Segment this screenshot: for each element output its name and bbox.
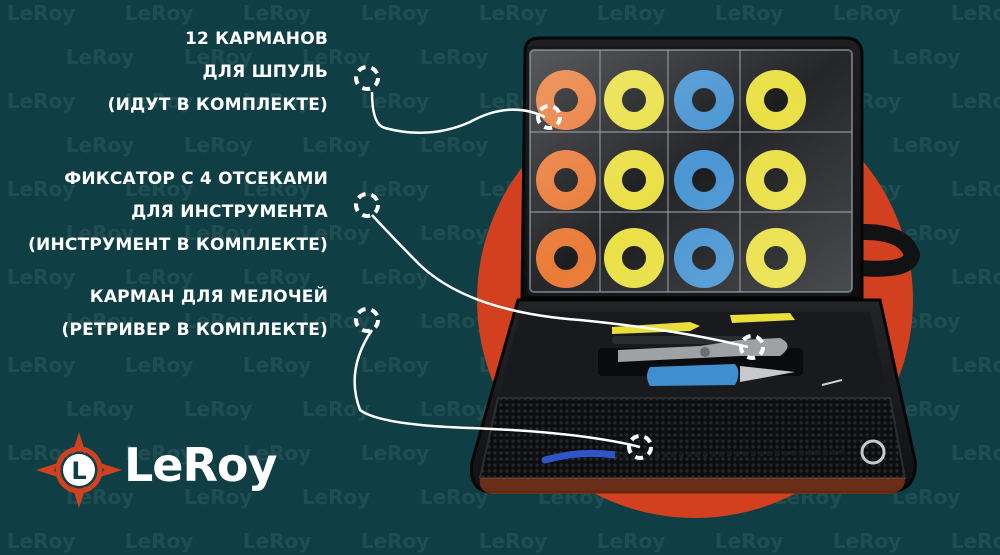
- watermark-text: LeRoy: [420, 309, 489, 333]
- callout-target-3-icon: [627, 434, 653, 460]
- callout-markers: [354, 65, 765, 460]
- label-line: ФИКСАТОР С 4 ОТСЕКАМИ: [64, 169, 328, 189]
- watermark-text: LeRoy: [7, 1, 76, 25]
- watermark-text: LeRoy: [243, 89, 312, 113]
- watermark-text: LeRoy: [125, 177, 193, 201]
- label-line: (ИНСТРУМЕНТ В КОМПЛЕКТЕ): [28, 235, 328, 255]
- watermark-text: LeRoy: [361, 441, 430, 465]
- label-line: (ИДУТ В КОМПЛЕКТЕ): [107, 95, 328, 115]
- watermark-text: LeRoy: [7, 353, 76, 377]
- callout-target-1-icon: [536, 104, 562, 130]
- watermark-text: LeRoy: [833, 1, 902, 25]
- watermark-text: LeRoy: [951, 265, 1000, 289]
- brand-name: LeRoy: [124, 438, 278, 492]
- svg-text:L: L: [71, 457, 86, 485]
- label-line: ДЛЯ ИНСТРУМЕНТА: [131, 202, 328, 222]
- watermark-text: LeRoy: [66, 45, 134, 69]
- callout-label-small-pocket: КАРМАН ДЛЯ МЕЛОЧЕЙ (РЕТРИВЕР В КОМПЛЕКТЕ…: [62, 281, 328, 347]
- callout-target-2-icon: [739, 334, 765, 360]
- callout-marker-2-icon: [354, 192, 380, 218]
- clear-pockets: [529, 49, 853, 293]
- compass-logo-icon: L: [36, 432, 122, 508]
- callout-label-holder: ФИКСАТОР С 4 ОТСЕКАМИ ДЛЯ ИНСТРУМЕНТА (И…: [28, 163, 328, 262]
- watermark-text: LeRoy: [951, 177, 1000, 201]
- watermark-text: LeRoy: [302, 45, 371, 69]
- watermark-text: LeRoy: [125, 529, 193, 553]
- watermark-text: LeRoy: [361, 529, 430, 553]
- watermark-text: LeRoy: [66, 309, 134, 333]
- retriever: [541, 439, 886, 465]
- watermark-text: LeRoy: [66, 397, 134, 421]
- watermark-text: LeRoy: [361, 353, 430, 377]
- watermark-text: LeRoy: [243, 353, 312, 377]
- watermark-text: LeRoy: [597, 1, 666, 25]
- watermark-text: LeRoy: [361, 265, 430, 289]
- watermark-text: LeRoy: [479, 1, 548, 25]
- watermark-text: LeRoy: [243, 1, 312, 25]
- watermark-text: LeRoy: [302, 221, 371, 245]
- label-line: 12 КАРМАНОВ: [185, 29, 328, 49]
- callout-lines: [353, 91, 749, 449]
- watermark-text: LeRoy: [892, 45, 961, 69]
- watermark-text: LeRoy: [951, 441, 1000, 465]
- label-line: КАРМАН ДЛЯ МЕЛОЧЕЙ: [89, 287, 328, 307]
- watermark-text: LeRoy: [951, 353, 1000, 377]
- watermark-text: LeRoy: [125, 1, 193, 25]
- watermark-text: LeRoy: [243, 265, 312, 289]
- watermark-text: LeRoy: [420, 397, 489, 421]
- watermark-text: LeRoy: [184, 397, 253, 421]
- watermark-text: LeRoy: [479, 529, 548, 553]
- watermark-text: LeRoy: [833, 529, 902, 553]
- label-line: ДЛЯ ШПУЛЬ: [202, 62, 328, 82]
- watermark-text: LeRoy: [597, 529, 666, 553]
- watermark-text: LeRoy: [125, 89, 193, 113]
- watermark-text: LeRoy: [420, 133, 489, 157]
- watermark-text: LeRoy: [7, 265, 76, 289]
- tool-holder: [598, 313, 843, 386]
- watermark-text: LeRoy: [420, 221, 489, 245]
- watermark-text: LeRoy: [184, 309, 253, 333]
- watermark-text: LeRoy: [420, 45, 489, 69]
- callout-marker-3-icon: [354, 307, 380, 333]
- watermark-text: LeRoy: [184, 221, 253, 245]
- watermark-text: LeRoy: [892, 133, 961, 157]
- watermark-text: LeRoy: [243, 529, 312, 553]
- watermark-text: LeRoy: [302, 133, 371, 157]
- watermark-text: LeRoy: [66, 133, 134, 157]
- watermark-text: LeRoy: [243, 177, 312, 201]
- watermark-text: LeRoy: [7, 177, 76, 201]
- watermark-text: LeRoy: [715, 529, 784, 553]
- bag-handle: [847, 223, 921, 277]
- watermark-text: LeRoy: [420, 485, 489, 509]
- label-line: (РЕТРИВЕР В КОМПЛЕКТЕ): [61, 320, 328, 340]
- watermark-text: LeRoy: [7, 529, 76, 553]
- watermark-text: LeRoy: [361, 177, 430, 201]
- watermark-text: LeRoy: [361, 1, 430, 25]
- brand-logo: L LeRoy: [34, 430, 294, 510]
- watermark-text: LeRoy: [7, 89, 76, 113]
- watermark-text: LeRoy: [184, 45, 253, 69]
- watermark-text: LeRoy: [125, 441, 193, 465]
- watermark-text: LeRoy: [125, 353, 193, 377]
- callout-label-pockets: 12 КАРМАНОВ ДЛЯ ШПУЛЬ (ИДУТ В КОМПЛЕКТЕ): [108, 23, 328, 122]
- watermark-text: LeRoy: [243, 441, 312, 465]
- callout-marker-1-icon: [354, 65, 380, 91]
- watermark-text: LeRoy: [184, 485, 253, 509]
- watermark-text: LeRoy: [66, 221, 134, 245]
- watermark-text: LeRoy: [184, 133, 253, 157]
- watermark-text: LeRoy: [951, 89, 1000, 113]
- watermark-text: LeRoy: [125, 265, 193, 289]
- watermark-text: LeRoy: [302, 485, 371, 509]
- watermark-text: LeRoy: [951, 1, 1000, 25]
- watermark-text: LeRoy: [951, 529, 1000, 553]
- watermark-text: LeRoy: [715, 1, 784, 25]
